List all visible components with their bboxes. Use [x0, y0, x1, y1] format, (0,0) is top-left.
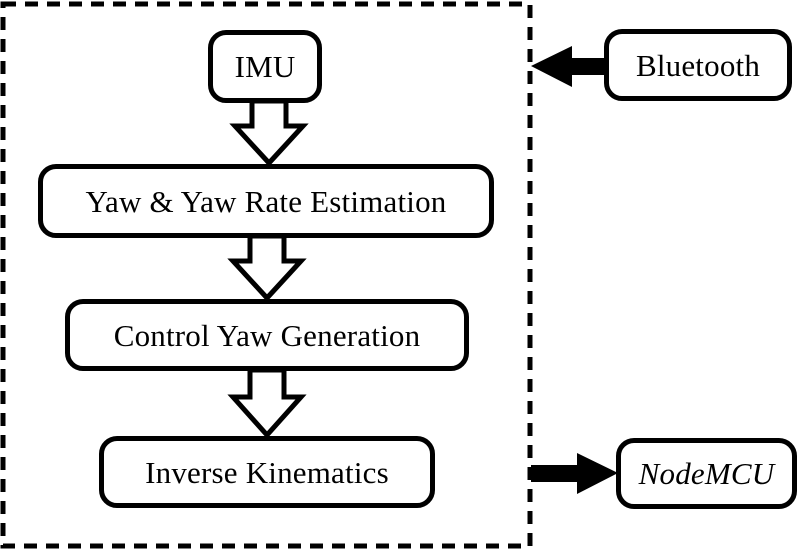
node-inverse-kinematics-label: Inverse Kinematics	[145, 454, 389, 490]
solid-arrow-bluetooth-to-system	[531, 46, 605, 87]
node-imu[interactable]: IMU	[208, 30, 322, 103]
hollow-block-arrow-yaw-estimation-to-control-yaw	[227, 233, 307, 302]
node-nodemcu[interactable]: NodeMCU	[616, 438, 797, 509]
node-bluetooth-label: Bluetooth	[635, 47, 761, 83]
node-imu-label: IMU	[234, 49, 296, 84]
solid-arrow-system-to-nodemcu	[531, 453, 618, 494]
system-boundary-dashed-rect	[0, 1, 533, 549]
hollow-block-arrow-control-yaw-to-inverse-kinematics	[227, 367, 307, 439]
node-nodemcu-label: NodeMCU	[638, 456, 775, 491]
node-control-yaw-generation-label: Control Yaw Generation	[113, 317, 421, 353]
node-yaw-rate-estimation-label: Yaw & Yaw Rate Estimation	[85, 183, 447, 219]
node-bluetooth[interactable]: Bluetooth	[604, 29, 792, 101]
node-yaw-rate-estimation[interactable]: Yaw & Yaw Rate Estimation	[38, 164, 494, 238]
node-inverse-kinematics[interactable]: Inverse Kinematics	[99, 436, 435, 508]
hollow-block-arrow-imu-to-yaw-estimation	[229, 98, 309, 167]
node-control-yaw-generation[interactable]: Control Yaw Generation	[65, 299, 469, 371]
